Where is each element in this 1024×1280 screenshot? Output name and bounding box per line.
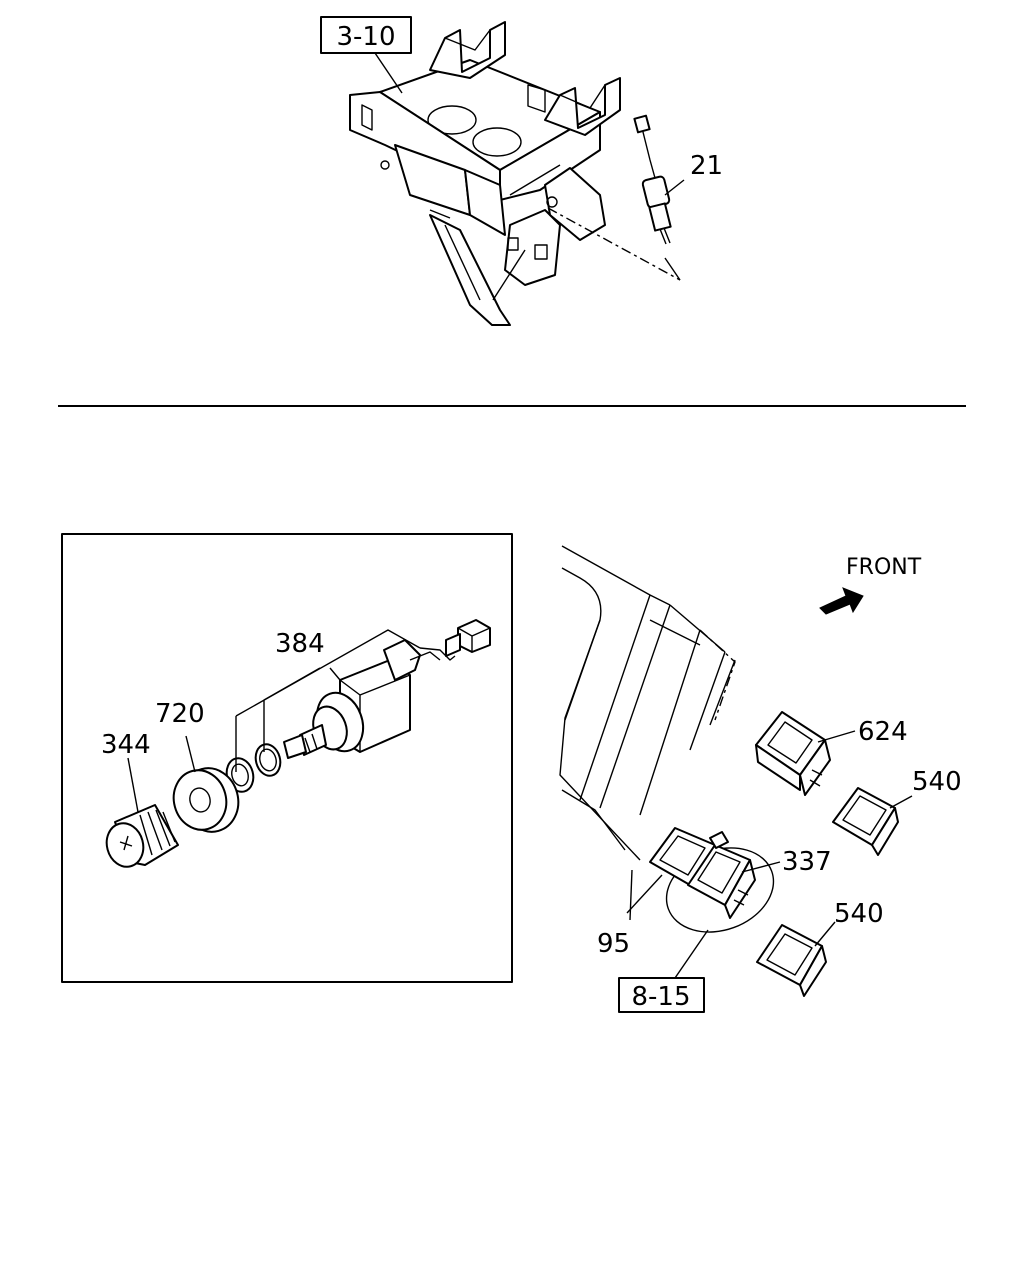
callout-720: 720: [155, 699, 205, 729]
ref-box-8-15: 8-15: [618, 929, 709, 1013]
pedal-bracket-assembly: [349, 21, 681, 326]
switch-pair-95-337: [649, 827, 775, 933]
blank-cap-540-bottom: [756, 924, 827, 997]
ref-3-10-label: 3-10: [336, 22, 395, 52]
front-arrow: FRONT: [819, 555, 922, 615]
connector-plug: [419, 619, 491, 661]
callout-384: 384: [275, 629, 325, 659]
blank-cap-540-top: [832, 787, 899, 856]
knob-344: [105, 804, 179, 868]
callout-344: 344: [101, 730, 151, 760]
inset-frame: [61, 533, 513, 983]
bezel-720: [172, 767, 240, 833]
leader-540-top: [889, 795, 913, 809]
instrument-panel: [559, 545, 736, 921]
leader-3-10: [374, 52, 403, 94]
stop-lamp-switch: [633, 114, 685, 245]
leader-384: [235, 629, 421, 772]
leader-720: [185, 735, 196, 773]
ref-box-3-10: 3-10: [320, 16, 412, 94]
leader-337: [741, 861, 781, 873]
callout-21: 21: [690, 151, 723, 181]
switch-body-384: [283, 639, 441, 759]
ref-8-15-label: 8-15: [631, 982, 690, 1012]
front-label: FRONT: [846, 555, 922, 580]
washer-a: [254, 743, 282, 777]
callout-540-top: 540: [912, 767, 962, 797]
callout-337: 337: [782, 847, 832, 877]
leader-21: [664, 179, 685, 196]
callout-624: 624: [858, 717, 908, 747]
leader-8-15: [674, 929, 709, 979]
leader-540-bottom: [814, 921, 836, 947]
switch-624: [755, 711, 831, 796]
callout-540-bottom: 540: [834, 899, 884, 929]
leader-344: [127, 757, 139, 813]
leader-624: [817, 730, 856, 743]
callout-95: 95: [597, 929, 630, 959]
leader-95: [626, 874, 663, 914]
